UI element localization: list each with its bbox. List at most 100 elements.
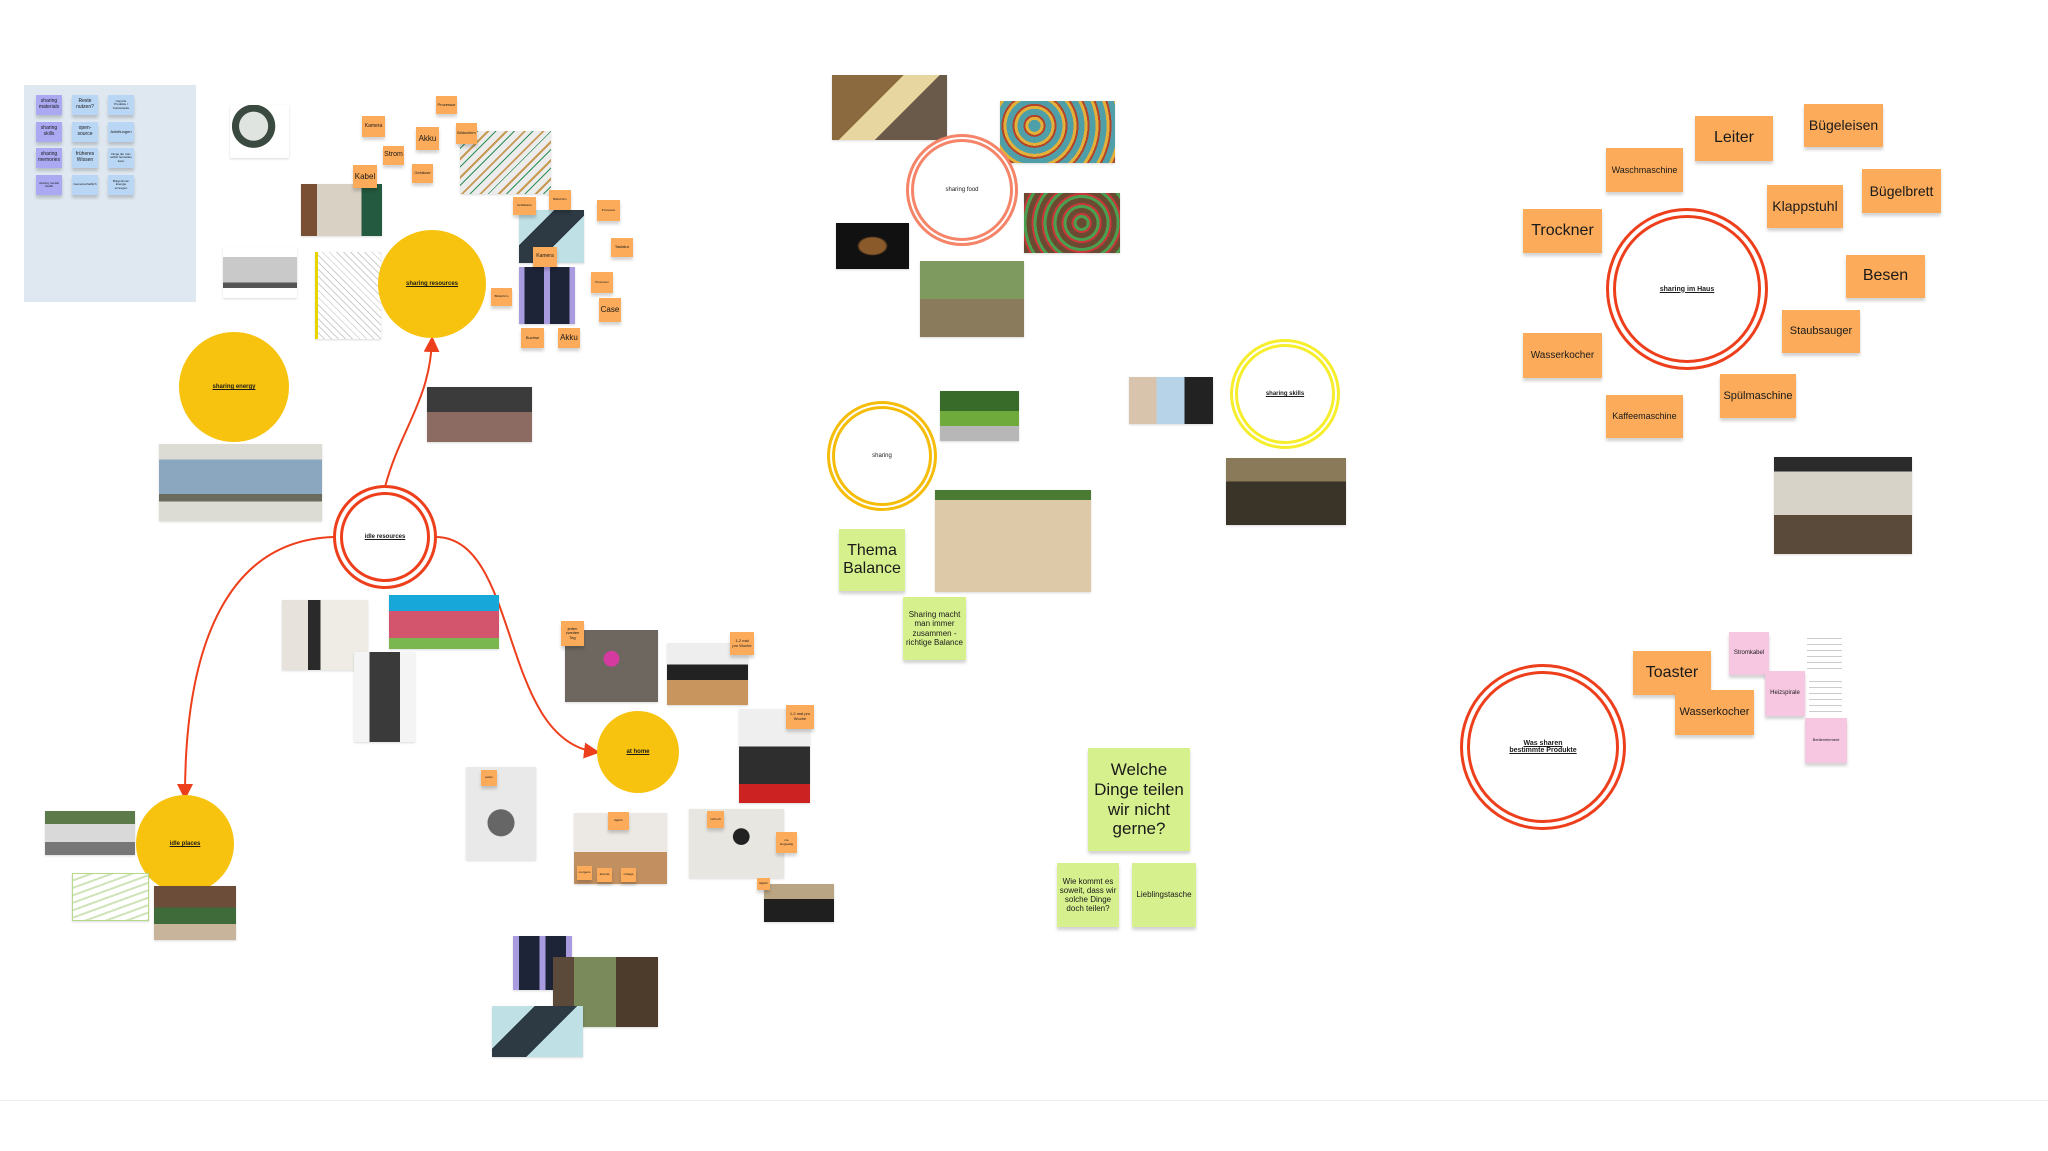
sticky-note[interactable]: Wasserkocher [1675, 690, 1754, 735]
sticky-note[interactable]: jeden zweiten Tag [561, 621, 584, 646]
sticky-note[interactable]: Tastatur [611, 238, 633, 257]
sticky-note[interactable]: Stromkabel [1729, 632, 1769, 675]
topic-circle-sharing-resources[interactable]: sharing resources [378, 230, 486, 338]
sticky-note[interactable]: Gemeinschaftlich [72, 175, 98, 195]
sticky-note[interactable]: Bildschirm [456, 123, 477, 144]
arrow-to-idle-places[interactable] [177, 536, 335, 800]
sticky-note[interactable]: täglich [757, 878, 770, 890]
sticky-note[interactable]: Welche Dinge teilen wir nicht gerne? [1088, 748, 1190, 851]
street-plan-drawing-image[interactable] [72, 873, 149, 921]
sticky-note[interactable]: Wasserkocher [1523, 333, 1602, 378]
sticky-note[interactable]: sharing mental health [36, 175, 62, 195]
sticky-note[interactable]: abends [597, 868, 612, 882]
sticky-note[interactable]: sharing memories [36, 148, 62, 168]
sticky-note[interactable]: Thema Balance [839, 529, 905, 591]
sticky-note[interactable]: Klappstuhl [1767, 185, 1843, 228]
ceiling-lamp-image[interactable] [689, 809, 784, 878]
hallway-image[interactable] [1774, 457, 1912, 554]
topic-circle-idle-resources[interactable]: idle resources [333, 485, 437, 589]
sticky-note[interactable]: Heizspirale [1765, 671, 1805, 716]
topic-circle-at-home[interactable]: at home [597, 711, 679, 793]
sticky-note[interactable]: Bedienelement [1805, 718, 1847, 763]
sticky-note[interactable]: früheres Wissen [72, 148, 98, 168]
sticky-note[interactable]: Dinge die man selbst herstellen kann [108, 148, 134, 168]
sticky-note[interactable]: täglich [608, 812, 629, 830]
sticky-note[interactable]: nie langweilig [776, 832, 797, 853]
parklet-image[interactable] [154, 886, 236, 940]
washing-machine-image[interactable] [466, 767, 536, 860]
sticky-note[interactable]: Bürgerinnen Energie erzeugen [108, 175, 134, 195]
kids-scooter-image[interactable] [940, 391, 1019, 441]
sticky-note[interactable]: Spülmaschine [1720, 374, 1796, 418]
appliances-image[interactable] [223, 247, 297, 298]
parked-cars-image[interactable] [427, 387, 532, 442]
community-garden-image[interactable] [920, 261, 1024, 337]
sticky-note[interactable]: open-source [72, 122, 98, 142]
sticky-note[interactable]: Besen [1846, 255, 1925, 298]
sticky-note[interactable]: Prozessor [436, 96, 457, 114]
soup-sharing-image[interactable] [832, 75, 947, 140]
sticky-note[interactable]: Kamera [362, 116, 385, 137]
bike-light-image[interactable] [764, 884, 834, 922]
laptop-disassembled-image-2[interactable] [492, 1006, 583, 1057]
topic-circle-sharing[interactable]: sharing [827, 401, 937, 511]
sticky-note[interactable]: Kaffeemaschine [1606, 395, 1683, 438]
sticky-note[interactable]: Kamera [533, 247, 557, 267]
sticky-note[interactable]: selten [481, 770, 497, 786]
seesaw-image[interactable] [935, 490, 1091, 592]
shared-meal-image[interactable] [1024, 193, 1120, 253]
sticky-note[interactable]: Anleitungen [108, 122, 134, 142]
lamp-room-image[interactable] [282, 600, 368, 670]
topic-circle-sharing-skills[interactable]: sharing skills [1230, 339, 1340, 449]
sketch-image[interactable] [315, 252, 381, 339]
sticky-note[interactable]: Grafikkarte [513, 197, 536, 215]
topic-circle-sharing-energy[interactable]: sharing energy [179, 332, 289, 442]
sticky-note[interactable]: Bildschirm [549, 190, 571, 210]
sticky-note[interactable]: sharing skills [36, 122, 62, 142]
toaster-schematic-image[interactable] [1807, 636, 1842, 674]
topic-circle-sharing-food[interactable]: sharing food [906, 134, 1018, 246]
masked-faces-image[interactable] [1129, 377, 1213, 424]
solar-balcony-image[interactable] [159, 444, 322, 521]
radio-image[interactable] [389, 595, 499, 649]
sticky-note[interactable]: Buchse [521, 328, 544, 348]
power-tools-image[interactable] [230, 105, 289, 158]
sticky-note[interactable]: sharing materials [36, 95, 62, 115]
sticky-note[interactable]: Prozessor [597, 200, 620, 221]
sticky-note[interactable]: Upcycle Produkte / Kunststücke [108, 95, 134, 115]
sticky-note[interactable]: Gehäuse [412, 164, 433, 183]
arrow-to-sharing-resources[interactable] [384, 336, 440, 488]
group-work-image[interactable] [1226, 458, 1346, 525]
coffee-maker-image[interactable] [354, 652, 415, 742]
sticky-note[interactable]: 1-2 mal pro Woche [786, 705, 814, 729]
sticky-note[interactable]: Toaster [1633, 651, 1711, 695]
sticky-note[interactable]: 1-2 mal pro Woche [730, 632, 754, 655]
sticky-note[interactable]: nicht oft [707, 811, 724, 828]
phone-parts-image[interactable] [519, 267, 575, 324]
sticky-note[interactable]: Sharing macht man immer zusammen - richt… [903, 597, 966, 660]
sticky-note[interactable]: Kabel [353, 165, 377, 188]
topic-circle-sharing-im-haus[interactable]: sharing im Haus [1606, 208, 1768, 370]
food-table-image[interactable] [1000, 101, 1115, 163]
sticky-note[interactable]: Wie kommt es soweit, dass wir solche Din… [1057, 863, 1119, 927]
sticky-note[interactable]: Leiter [1695, 116, 1773, 161]
sticky-note[interactable]: Waschmaschine [1606, 148, 1683, 192]
sticky-note[interactable]: Trockner [1523, 209, 1602, 253]
overview-frame[interactable]: sharing materials Reste nutzen? Upcycle … [24, 85, 196, 302]
bread-hands-image[interactable] [836, 223, 909, 269]
sticky-note[interactable]: Case [599, 298, 621, 322]
living-room-image[interactable] [301, 184, 382, 236]
sticky-note[interactable]: Staubsauger [1782, 310, 1860, 353]
arrow-to-at-home[interactable] [436, 536, 600, 759]
sticky-note[interactable]: Prozessor [591, 272, 613, 293]
sticky-note[interactable]: Reste nutzen? [72, 95, 98, 115]
sticky-note[interactable]: morgens [577, 866, 592, 880]
sticky-note[interactable]: Akku [558, 328, 580, 348]
sticky-note[interactable]: Lieblingstasche [1132, 863, 1196, 927]
topic-circle-idle-places[interactable]: idle places [136, 795, 234, 893]
sticky-note[interactable]: Bügeleisen [1804, 104, 1883, 147]
kettle-schematic-image[interactable] [1809, 679, 1842, 717]
topic-circle-was-sharen-produkte[interactable]: Was sharen bestimmte Produkte [1460, 664, 1626, 830]
sticky-note[interactable]: mittags [621, 868, 636, 882]
sticky-note[interactable]: Bildschirm [491, 288, 512, 306]
